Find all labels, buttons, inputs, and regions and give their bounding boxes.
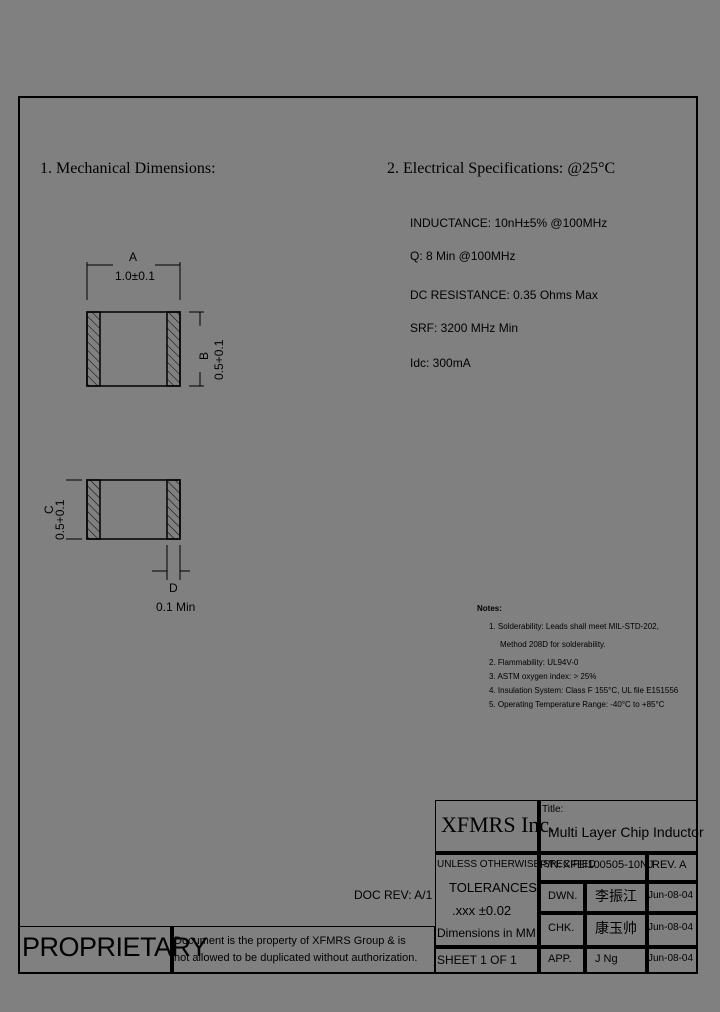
title-block-divider <box>583 880 587 974</box>
proprietary-block <box>18 926 435 974</box>
dimension-a-lines <box>86 262 181 300</box>
proprietary-notice-line-1: Document is the property of XFMRS Group … <box>174 935 406 947</box>
drawn-date: Jun-08-04 <box>648 890 694 901</box>
tolerances-label: TOLERANCES: <box>449 880 541 895</box>
tolerance-value: .xxx ±0.02 <box>452 903 512 918</box>
proprietary-label: PROPRIETARY <box>22 932 208 962</box>
doc-rev: DOC REV: A/1 <box>354 888 433 902</box>
side-view-chip <box>86 479 181 540</box>
note-item: 3. ASTM oxygen index: > 25% <box>489 672 597 681</box>
proprietary-divider <box>170 926 174 974</box>
proprietary-notice-line-2: not allowed to be duplicated without aut… <box>174 952 418 964</box>
note-item: 2. Flammability: UL94V-0 <box>489 658 579 667</box>
dimension-c-value: 0.5+0.1 <box>53 499 67 540</box>
dimension-b-value: 0.5+0.1 <box>212 339 226 380</box>
title-block-divider <box>435 851 698 855</box>
part-number-label: P/N: <box>540 859 562 871</box>
title-block-divider <box>537 911 698 915</box>
title-value: Multi Layer Chip Inductor <box>548 824 704 840</box>
checked-date: Jun-08-04 <box>648 922 694 933</box>
title-block-divider <box>435 945 698 949</box>
part-number-value: XFEI100505-10NJ <box>563 859 654 871</box>
dimension-c-lines <box>66 479 82 540</box>
notes-heading: Notes: <box>477 604 502 613</box>
checked-by-name: 康玉帅 <box>595 920 637 936</box>
spec-srf: SRF: 3200 MHz Min <box>410 321 519 335</box>
spec-idc: Idc: 300mA <box>410 356 471 370</box>
dimension-d-label: D <box>169 581 178 595</box>
spec-dc-resistance: DC RESISTANCE: 0.35 Ohms Max <box>410 288 598 302</box>
note-item: 4. Insulation System: Class F 155°C, UL … <box>489 686 679 695</box>
dimension-d-value: 0.1 Min <box>156 600 196 614</box>
drawn-by-label: DWN. <box>548 890 578 902</box>
dimension-a-label: A <box>129 250 138 264</box>
dimension-b-label: B <box>197 351 211 360</box>
title-block-divider <box>537 880 698 884</box>
dimension-b-lines <box>189 311 204 387</box>
spec-q: Q: 8 Min @100MHz <box>410 249 516 263</box>
spec-inductance: INDUCTANCE: 10nH±5% @100MHz <box>410 216 608 230</box>
title-block-divider <box>537 800 541 974</box>
title-block <box>435 800 698 974</box>
note-item: 5. Operating Temperature Range: -40°C to… <box>489 700 665 709</box>
note-item: 1. Solderability: Leads shall meet MIL-S… <box>489 622 659 631</box>
top-view-chip <box>86 311 181 387</box>
title-label: Title: <box>542 804 564 815</box>
approved-by-label: APP. <box>548 953 572 965</box>
drawn-by-name: 李振江 <box>595 888 637 904</box>
approved-by-name: J Ng <box>595 953 618 965</box>
company-name: XFMRS Inc. <box>441 812 555 837</box>
dimension-d-lines <box>152 545 190 580</box>
approved-date: Jun-08-04 <box>648 953 694 964</box>
dimension-a-value: 1.0±0.1 <box>115 269 155 283</box>
title-block-divider <box>645 851 649 974</box>
dimensions-unit: Dimensions in MM <box>437 926 536 940</box>
note-item: Method 208D for solderability. <box>500 640 606 649</box>
unless-otherwise-specified: UNLESS OTHERWISE SPECIFIED <box>437 859 596 870</box>
electrical-specifications-title: 2. Electrical Specifications: @25°C <box>387 160 616 177</box>
revision: REV. A <box>652 859 687 871</box>
checked-by-label: CHK. <box>548 922 575 934</box>
mechanical-dimensions-title: 1. Mechanical Dimensions: <box>40 160 216 177</box>
sheet-number: SHEET 1 OF 1 <box>437 953 517 967</box>
